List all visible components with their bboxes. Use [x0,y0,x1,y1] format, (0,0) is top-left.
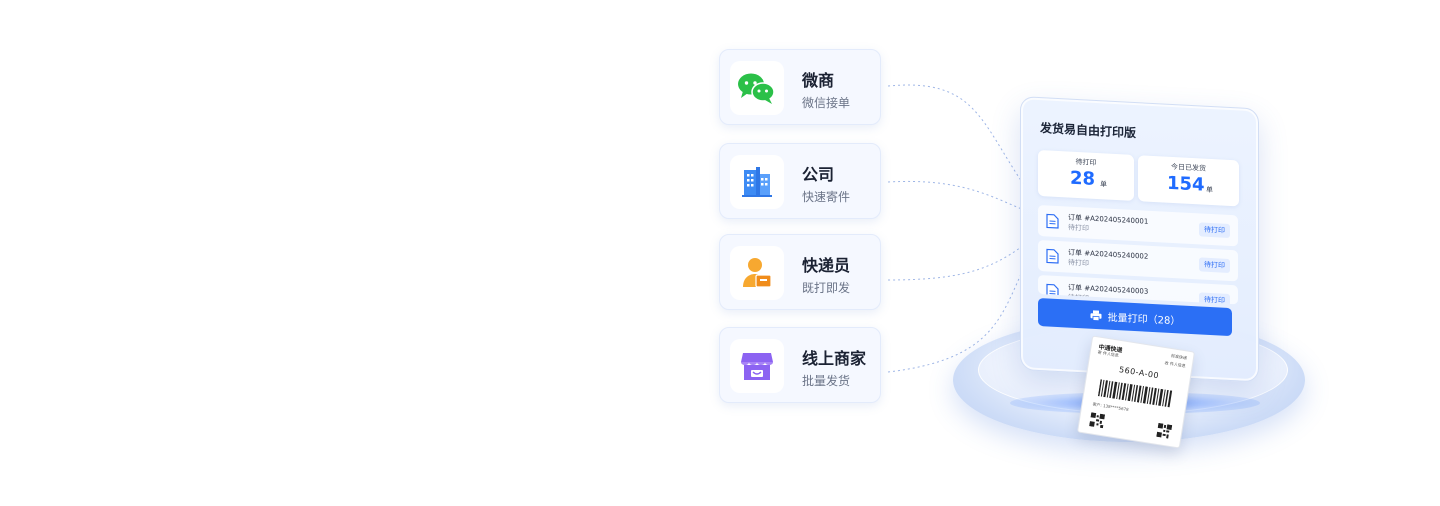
channel-title: 快递员 [802,256,851,275]
status-badge: 待打印 [1199,222,1230,239]
order-row[interactable]: 订单 #A202405240002 待打印 待打印 [1038,239,1238,282]
channel-subtitle: 批量发货 [802,374,851,388]
batch-print-button[interactable]: 批量打印（28） [1038,297,1232,337]
channel-title: 公司 [802,165,835,184]
label-service: 标准快递 [1170,353,1188,361]
channel-card-courier[interactable]: 快递员 既打即发 [719,234,881,310]
connector-line [887,84,1025,186]
shipping-label: 中通快递 标准快递 寄 件人信息 收 件人信息 560-A-00 客户: 138… [1076,335,1196,449]
stat-unit: 单 [1100,180,1107,189]
qr-code-icon [1089,412,1106,429]
stat-pending: 待打印 28 单 [1038,149,1134,201]
building-icon [730,155,784,209]
label-receiver: 收 件人信息 [1164,360,1187,369]
batch-print-label: 批量打印（28） [1107,312,1181,327]
channel-subtitle: 快速寄件 [802,190,851,204]
order-status: 待打印 [1068,258,1089,268]
barcode-icon [1097,379,1173,408]
stat-value: 28 [1070,167,1096,190]
app-title: 发货易自由打印版 [1040,121,1137,141]
channel-title: 微商 [802,71,835,90]
status-badge: 待打印 [1199,292,1230,305]
channel-card-company[interactable]: 公司 快速寄件 [719,143,881,219]
print-app-panel: 发货易自由打印版 待打印 28 单 今日已发货 154 单 订单 #A20240… [1020,96,1259,383]
label-recipient: 客户: 138****5678 [1092,401,1129,413]
qr-code-icon [1156,422,1173,439]
channel-subtitle: 微信接单 [802,96,851,110]
channel-title: 线上商家 [802,349,867,368]
stat-shipped-today: 今日已发货 154 单 [1138,155,1239,207]
channel-card-online-merchant[interactable]: 线上商家 批量发货 [719,327,881,403]
printer-icon [1090,309,1102,321]
order-row[interactable]: 订单 #A202405240001 待打印 待打印 [1038,204,1238,247]
status-badge: 待打印 [1199,257,1230,274]
document-icon [1046,213,1059,229]
courier-icon [730,246,784,300]
channel-subtitle: 既打即发 [802,281,851,295]
channel-card-wechat[interactable]: 微商 微信接单 [719,49,881,125]
wechat-icon [730,61,784,115]
storefront-icon [730,339,784,393]
document-icon [1046,283,1059,299]
order-status: 待打印 [1068,223,1089,233]
connector-line [887,180,1025,211]
connector-line [887,244,1025,281]
stat-unit: 单 [1206,185,1213,195]
stat-value: 154 [1167,172,1205,196]
document-icon [1046,248,1059,264]
